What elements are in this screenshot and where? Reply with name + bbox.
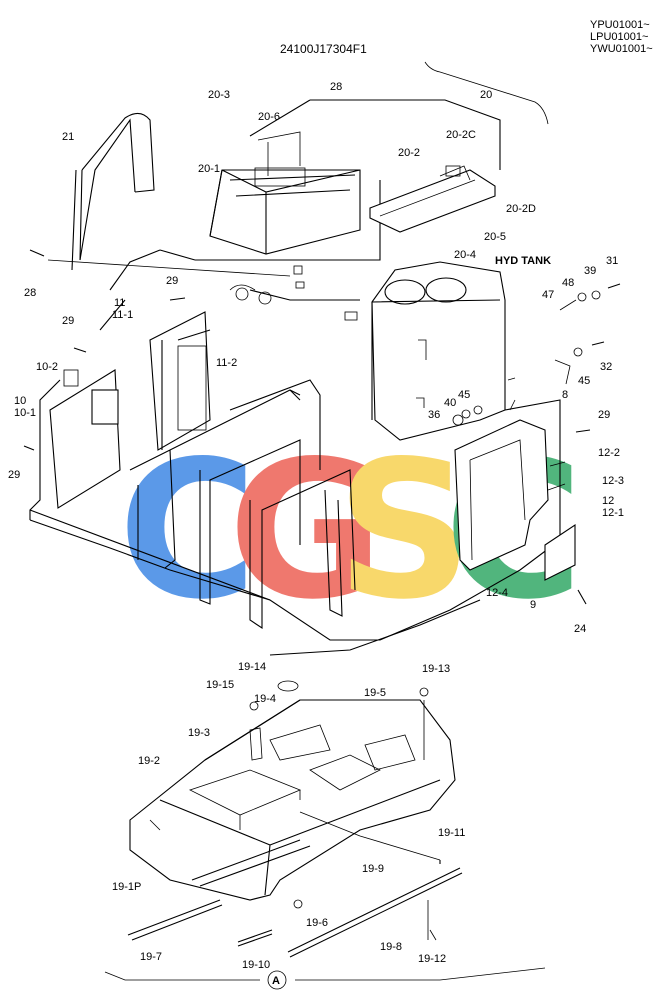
callout-label: 11-2 xyxy=(216,357,237,369)
callout-label: 19-12 xyxy=(418,953,446,965)
callout-label: 10-1 xyxy=(14,407,36,419)
callout-label: 31 xyxy=(606,255,618,267)
callout-label: 20-3 xyxy=(208,89,230,101)
cover-detail-a xyxy=(104,680,546,990)
callout-labels: 20 20-1 20-2 20-2C 20-2D 20-3 20-4 20-5 … xyxy=(8,81,624,971)
serial-range-2: LPU01001~ xyxy=(590,31,648,43)
callout-label: 8 xyxy=(562,389,568,401)
callout-label: 29 xyxy=(166,275,178,287)
callout-label: 36 xyxy=(428,409,440,421)
callout-label: 20-2 xyxy=(398,147,420,159)
callout-label: 12-4 xyxy=(486,587,508,599)
callout-label: 39 xyxy=(584,265,596,277)
callout-label: 20-2C xyxy=(446,129,476,141)
callout-label: 12-2 xyxy=(598,447,620,459)
callout-label: 29 xyxy=(62,315,74,327)
callout-label: 19-14 xyxy=(238,661,266,673)
callout-label: 10-2 xyxy=(36,361,58,373)
callout-label: 9 xyxy=(530,599,536,611)
callout-label: 19-9 xyxy=(362,863,384,875)
drawing-number: 24100J17304F1 xyxy=(280,42,367,56)
callout-label: 10 xyxy=(14,395,26,407)
callout-label: 40 xyxy=(444,397,456,409)
callout-label: 19-4 xyxy=(254,693,276,705)
callout-label: 11-1 xyxy=(112,309,133,321)
serial-range-1: YPU01001~ xyxy=(590,19,650,31)
callout-label: 20-1 xyxy=(198,163,220,175)
watermark-letter-1: C xyxy=(118,420,257,641)
callout-label: 20-5 xyxy=(484,231,506,243)
callout-label: 19-8 xyxy=(380,941,402,953)
callout-label: 11 xyxy=(114,297,125,309)
callout-label: 19-3 xyxy=(188,727,210,739)
callout-label: 45 xyxy=(578,375,590,387)
callout-label: 19-6 xyxy=(306,917,328,929)
callout-label: 28 xyxy=(330,81,342,93)
callout-label: 19-13 xyxy=(422,663,450,675)
callout-label: 47 xyxy=(542,289,554,301)
callout-label: 12-3 xyxy=(602,475,624,487)
callout-label: 19-11 xyxy=(438,827,465,839)
serial-range-3: YWU01001~ xyxy=(590,43,653,55)
callout-label: 19-2 xyxy=(138,755,160,767)
callout-label: 12-1 xyxy=(602,507,624,519)
callout-label: 48 xyxy=(562,277,574,289)
callout-label: 24 xyxy=(574,623,586,635)
callout-label: 28 xyxy=(24,287,36,299)
callout-label: 20-6 xyxy=(258,111,280,123)
callout-label: 19-1P xyxy=(112,881,141,893)
detail-a-marker: A xyxy=(272,975,280,987)
watermark-letter-2: G xyxy=(228,420,384,641)
callout-label: 29 xyxy=(598,409,610,421)
callout-label: 45 xyxy=(458,389,470,401)
hyd-tank-label: HYD TANK xyxy=(495,255,551,267)
callout-label: 20-2D xyxy=(506,203,536,215)
callout-label: 19-7 xyxy=(140,951,162,963)
callout-label: 20-4 xyxy=(454,249,476,261)
callout-label: 21 xyxy=(62,131,74,143)
callout-label: 19-10 xyxy=(242,959,270,971)
callout-label: 20 xyxy=(480,89,492,101)
callout-label: 32 xyxy=(600,361,612,373)
callout-label: 19-15 xyxy=(206,679,234,691)
watermark-letter-3: S xyxy=(336,420,473,641)
callout-label: 19-5 xyxy=(364,687,386,699)
callout-label: 12 xyxy=(602,495,614,507)
callout-label: 29 xyxy=(8,469,20,481)
upper-frame-assembly xyxy=(23,61,621,656)
